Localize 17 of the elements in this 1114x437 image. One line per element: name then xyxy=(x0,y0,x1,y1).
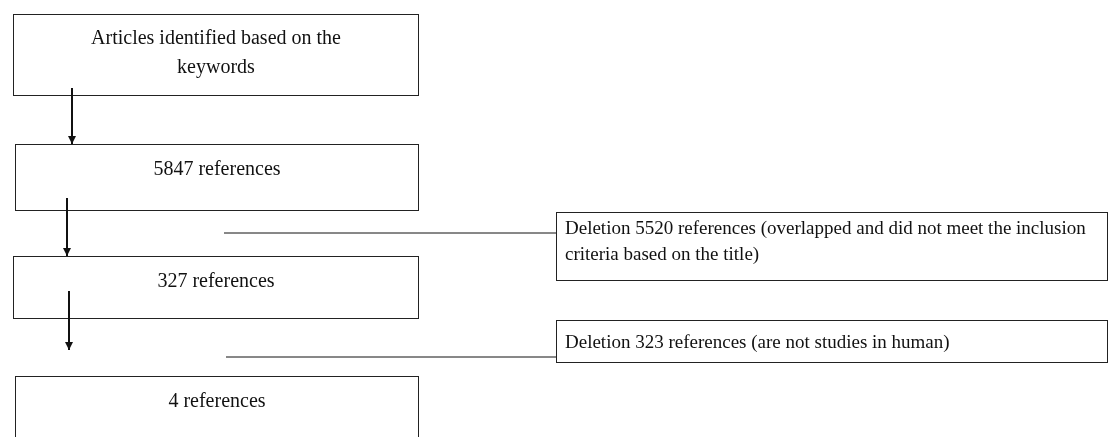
box-text: Articles identified based on the keywords xyxy=(90,25,342,80)
process-box xyxy=(13,256,419,319)
box-text: 4 references xyxy=(168,388,266,413)
process-box xyxy=(556,320,1108,363)
process-box xyxy=(15,376,419,437)
arrow xyxy=(65,290,73,351)
arrow xyxy=(68,87,76,145)
connector-line xyxy=(225,356,557,358)
process-box xyxy=(15,144,419,211)
box-text: 327 references xyxy=(157,268,275,293)
process-box xyxy=(556,212,1108,281)
box-text: 5847 references xyxy=(153,156,281,181)
box-text: Deletion 323 references (are not studies in human) xyxy=(565,330,950,354)
connector-line xyxy=(223,232,557,234)
process-box xyxy=(13,14,419,96)
box-text: Deletion 5520 references (overlapped and did not meet the inclusion criteria based on the title) xyxy=(565,216,1087,267)
arrow xyxy=(63,197,71,257)
